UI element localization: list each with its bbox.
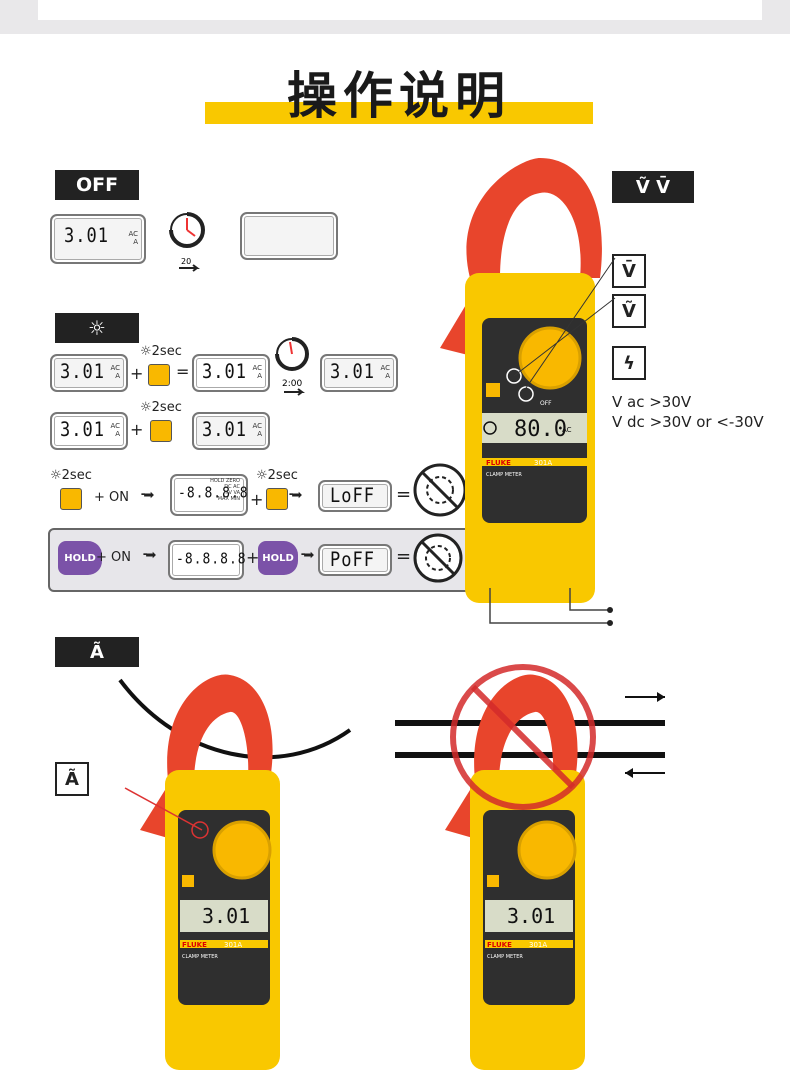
loff-lcd: LoFF [318,480,392,512]
equals-3: = [396,546,412,567]
press-2sec-4: ☼2sec [256,468,298,483]
autooff-full-digits: -8.8.8.8 [178,484,249,503]
backlight-timer-label: 2:00 [282,379,302,389]
hazard-symbol: ϟ [612,346,646,380]
hold-button-2[interactable]: HOLD [258,541,298,575]
clamp-meter-left: 3.01 FLUKE 301A CLAMP METER [118,674,352,1070]
voltage-tag: Ṽ V̄ [612,171,694,203]
voltage-note-dc: V dc >30V or <-30V [612,413,764,431]
backlight-button-1[interactable] [148,364,170,386]
main-model: 301A [534,459,552,467]
backlight-lcd-5-unit: AC A [252,422,262,438]
off-tag: OFF [55,170,139,200]
timer-icon-2: 2:00 [275,337,309,396]
sun-small-icon-3: ☼ [50,468,62,483]
off-timer-label: 20 [181,257,191,266]
sun-small-icon: ☼ [140,344,152,359]
backlight-lcd-1: 3.01 AC A [50,354,128,392]
main-subtitle: CLAMP METER [486,472,522,478]
backlight-lcd-4: 3.01 AC A [50,412,128,450]
plus-1: + [130,364,144,383]
power-off-panel: HOLD + ON ···➡ -8.8.8.8 + HOLD ···➡ PoFF… [48,528,472,592]
sun-icon: ☼ [88,316,106,340]
equals-1: = [176,362,190,381]
ac-amp-symbol: Ã [55,762,89,796]
right-subtitle: CLAMP METER [487,954,523,960]
left-model: 301A [224,941,242,949]
title-underline [205,102,593,124]
off-lcd: 3.01 AC A [50,214,146,264]
title-block: 操作说明 [205,58,593,128]
autooff-full-lcd: -8.8.8.8 HOLD ZERO DC AC mV VA MAX MIN [170,474,248,516]
voltage-note-ac: V ac >30V [612,393,692,411]
arrow-3: ···➡ [142,548,156,563]
backlight-lcd-3-digits: 3.01 [330,360,375,384]
left-reading: 3.01 [202,904,250,928]
arrow-1: ···➡ [140,488,154,503]
backlight-button-2[interactable] [150,420,172,442]
svg-text:AC: AC [562,426,572,434]
backlight-lcd-2: 3.01 AC A [192,354,270,392]
poff-lcd: PoFF [318,544,392,576]
backlight-lcd-1-unit: AC A [110,364,120,380]
loff-text: LoFF [330,484,375,508]
right-brand: FLUKE [487,941,512,949]
backlight-lcd-5: 3.01 AC A [192,412,270,450]
power-full-digits: -8.8.8.8 [176,550,247,569]
main-off: OFF [540,400,552,407]
off-lcd-blank [240,212,338,260]
no-timer-icon-2 [413,533,463,583]
off-lcd-unit: AC A [128,230,138,246]
autooff-full-labels: HOLD ZERO DC AC mV VA MAX MIN [210,478,240,502]
off-lcd-digits: 3.01 [64,224,109,248]
left-brand: FLUKE [182,941,207,949]
left-subtitle: CLAMP METER [182,954,218,960]
backlight-lcd-5-digits: 3.01 [202,418,247,442]
backlight-lcd-2-digits: 3.01 [202,360,247,384]
right-model: 301A [529,941,547,949]
main-reading: 80.0 [514,417,567,442]
backlight-lcd-3: 3.01 AC A [320,354,398,392]
backlight-lcd-4-digits: 3.01 [60,418,105,442]
plus-4: + [246,548,260,567]
press-2sec-1: ☼2sec [140,344,182,359]
poff-text: PoFF [330,548,375,572]
backlight-lcd-1-digits: 3.01 [60,360,105,384]
autooff-button[interactable] [60,488,82,510]
power-full-lcd: -8.8.8.8 [168,540,247,580]
sun-small-icon-4: ☼ [256,468,268,483]
main-brand: FLUKE [486,459,511,467]
clamp-meter-main: 80.0 AC FLUKE 301A CLAMP METER OFF [440,158,616,626]
arrow-4: ···➡ [300,548,314,563]
top-band [0,0,790,34]
right-reading: 3.01 [507,904,555,928]
clamp-meter-right: 3.01 FLUKE 301A CLAMP METER [395,664,665,1070]
press-2sec-2: ☼2sec [140,400,182,415]
ac-volt-symbol: Ṽ [612,294,646,328]
dc-volt-symbol: V̄ [612,254,646,288]
autooff-button-2[interactable] [266,488,288,510]
backlight-lcd-4-unit: AC A [110,422,120,438]
plus-2: + [130,420,144,439]
backlight-tag: ☼ [55,313,139,343]
no-timer-icon [413,463,467,517]
autooff-plus-on: + ON [94,490,129,505]
timer-icon: 20 [169,212,205,272]
hold-button[interactable]: HOLD [58,541,102,575]
equals-2: = [396,484,412,505]
page-title: 操作说明 [287,67,511,125]
arrow-2: ···➡ [288,488,302,503]
plus-3: + [250,490,264,509]
backlight-lcd-2-unit: AC A [252,364,262,380]
current-tag: Ã [55,637,139,667]
sun-small-icon-2: ☼ [140,400,152,415]
backlight-lcd-3-unit: AC A [380,364,390,380]
power-plus-on: + ON [96,550,131,565]
press-2sec-3: ☼2sec [50,468,92,483]
